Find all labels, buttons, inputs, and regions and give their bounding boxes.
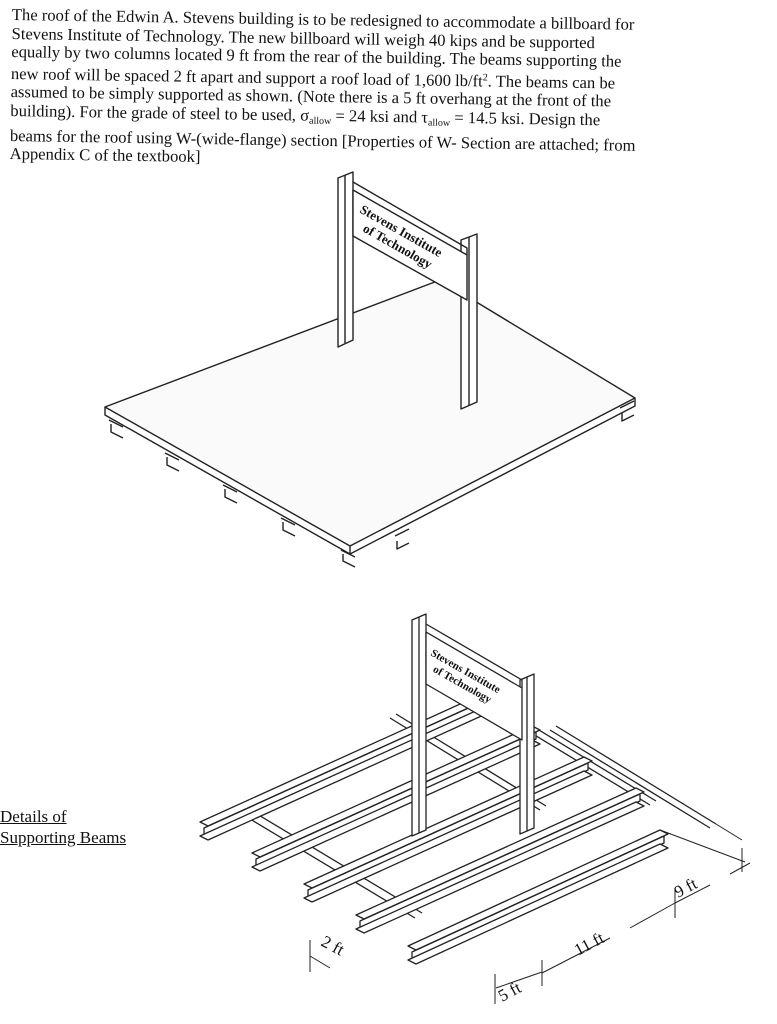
dim-spacing-label: 2 ft	[318, 932, 348, 960]
roof-with-billboard-figure: Stevens Institute of Technology	[104, 171, 636, 568]
problem-line-6-mid: = 24 ksi and τ	[331, 105, 429, 127]
problem-line-6-text: building). For the grade of steel to be …	[10, 100, 310, 125]
billboard-columns	[337, 171, 478, 410]
details-label-line-2: Supporting Beams	[0, 828, 127, 847]
i-beam-5	[407, 829, 669, 965]
problem-line-4-tail: . The beams can be	[487, 71, 616, 93]
dimension-lines	[309, 823, 750, 1004]
tau-subscript: allow	[427, 117, 451, 129]
i-beams	[199, 694, 669, 965]
beam-end-markers	[108, 400, 635, 568]
i-beam-4	[355, 787, 645, 934]
billboard-panel	[425, 631, 523, 741]
dim-overhang-label: 5 ft	[495, 978, 525, 1006]
i-beam-2	[251, 725, 541, 872]
billboard-columns	[411, 613, 535, 837]
details-label-line-1: Details of	[0, 807, 67, 826]
roof-slab	[104, 279, 636, 547]
details-label: Details of Supporting Beams	[0, 806, 126, 848]
problem-statement: The roof of the Edwin A. Stevens buildin…	[10, 5, 712, 175]
sigma-subscript: allow	[308, 115, 332, 127]
billboard-panel	[352, 189, 468, 301]
supporting-beams-figure: Stevens Institute of Technology 2 ft 5 f…	[199, 613, 750, 1006]
problem-line-6-tail: = 14.5 ksi. Design the	[450, 107, 601, 130]
dim-span-label: 11 ft	[571, 928, 608, 959]
